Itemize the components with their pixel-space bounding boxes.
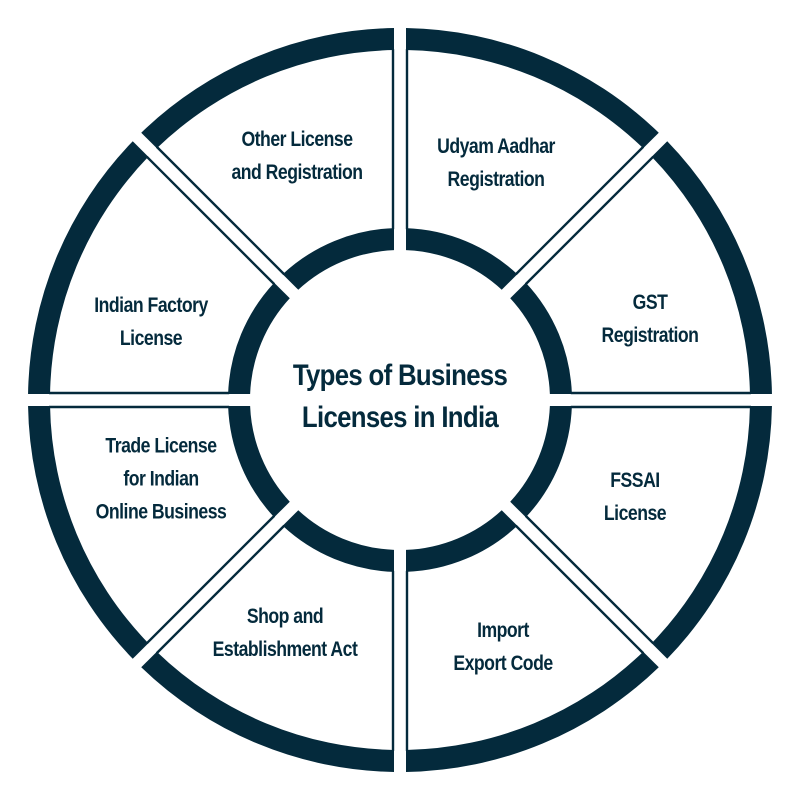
inner-arc-band xyxy=(282,510,394,572)
segment-edge-line xyxy=(146,515,276,645)
segment-edge-line xyxy=(524,515,654,645)
segment-label-import-export-code: Import Export Code xyxy=(453,619,553,675)
outer-arc-band xyxy=(141,28,394,149)
segment-edge-line xyxy=(155,146,285,276)
inner-arc-band xyxy=(228,282,290,394)
center-title-line-2: Licenses in India xyxy=(301,401,499,434)
segment-label-gst-registration: GST Registration xyxy=(601,291,699,347)
segment-fssai xyxy=(510,405,772,659)
outer-arc-band xyxy=(141,651,394,772)
inner-arc-band xyxy=(406,228,518,290)
inner-arc-band xyxy=(406,510,518,572)
inner-arc-band xyxy=(282,228,394,290)
outer-arc-band xyxy=(28,406,149,659)
segment-label-shop-establishment-act: Shop and Establishment Act xyxy=(212,605,358,661)
segment-edge-line xyxy=(146,155,276,285)
center-title: Types of Business Licenses in India xyxy=(275,355,524,439)
segment-other xyxy=(141,28,395,290)
segment-trade xyxy=(28,405,290,659)
segment-iec xyxy=(405,510,659,772)
inner-arc-band xyxy=(510,282,572,394)
segment-label-other-license: Other License and Registration xyxy=(231,128,363,184)
segment-edge-line xyxy=(515,524,645,654)
center-title-line-1: Types of Business xyxy=(292,359,508,392)
segment-edge-line xyxy=(155,524,285,654)
segment-edge-line xyxy=(524,155,654,285)
segment-label-udyam-aadhar: Udyam Aadhar Registration xyxy=(437,135,555,191)
segment-edge-line xyxy=(515,146,645,276)
outer-arc-band xyxy=(651,406,772,659)
segment-shop xyxy=(141,510,395,772)
segment-factory xyxy=(28,141,290,395)
segment-label-fssai-license: FSSAI License xyxy=(603,469,667,525)
outer-arc-band xyxy=(651,141,772,394)
segment-label-trade-license: Trade License for Indian Online Business xyxy=(95,434,227,524)
segment-label-indian-factory-license: Indian Factory License xyxy=(94,294,208,350)
outer-arc-band xyxy=(406,651,659,772)
segment-udyam xyxy=(405,28,659,290)
outer-arc-band xyxy=(406,28,659,149)
inner-arc-band xyxy=(510,406,572,518)
outer-arc-band xyxy=(28,141,149,394)
segment-gst xyxy=(510,141,772,395)
inner-arc-band xyxy=(228,406,290,518)
